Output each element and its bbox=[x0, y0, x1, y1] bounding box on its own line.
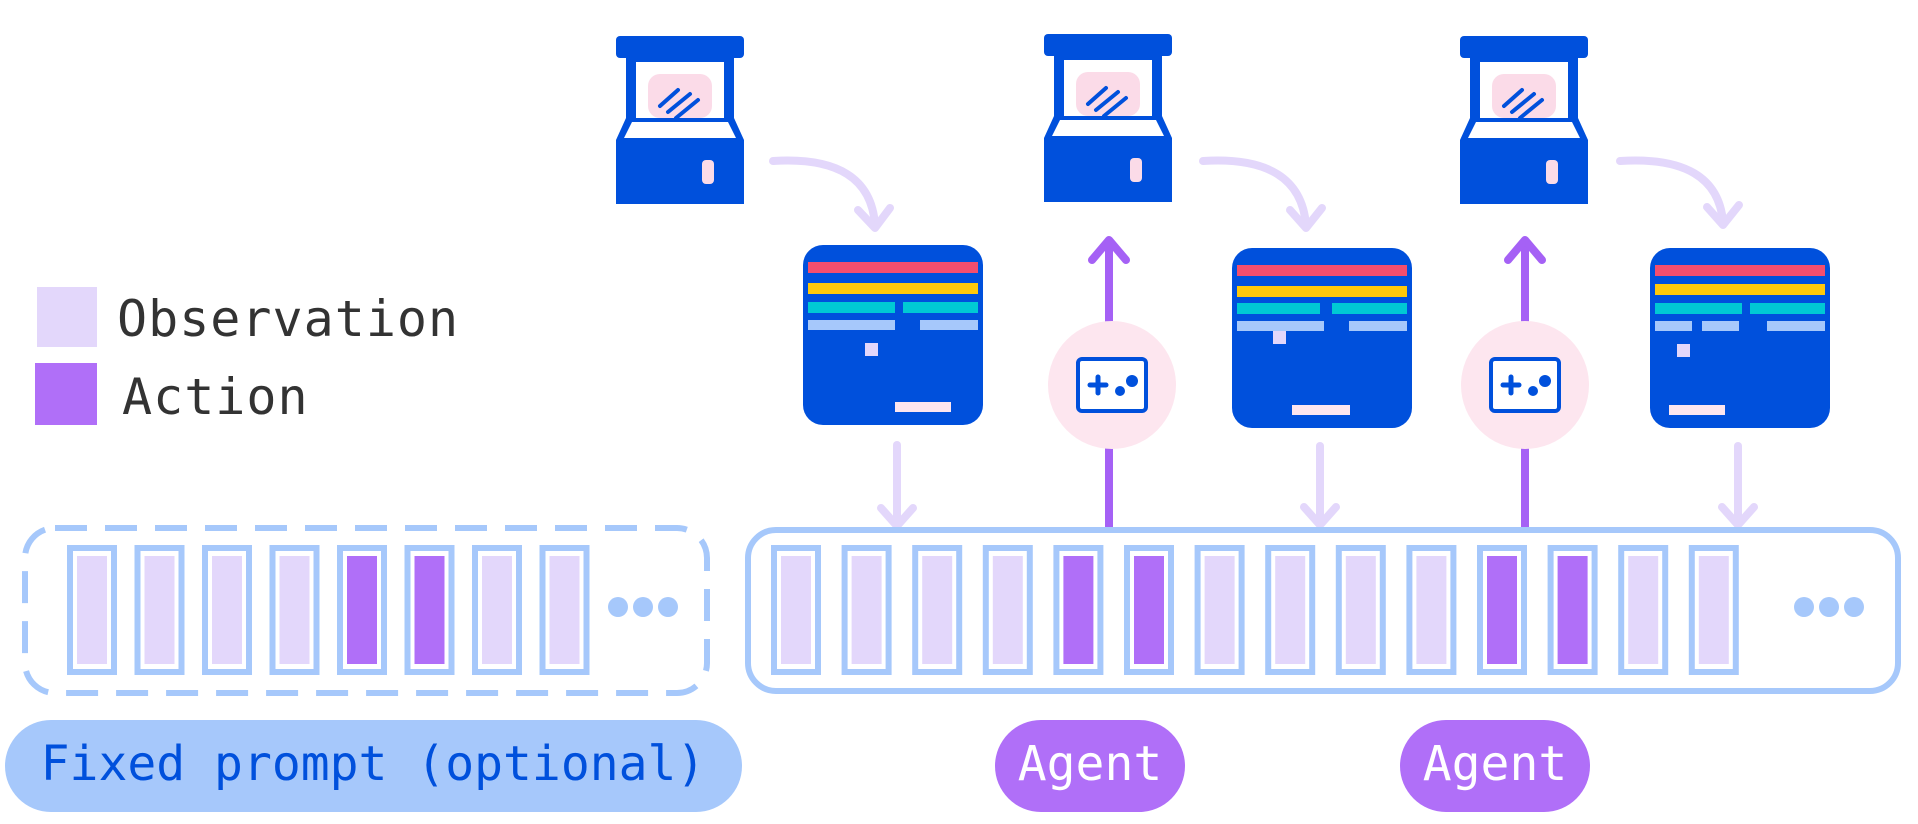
agent-label: Agent bbox=[1423, 736, 1568, 792]
arcade-cabinet-icon bbox=[614, 34, 746, 206]
observation-token-fill bbox=[1628, 556, 1659, 664]
observation-token-fill bbox=[482, 556, 512, 664]
observation-token-fill bbox=[77, 556, 107, 664]
observation-token-fill bbox=[781, 556, 811, 664]
arcade-cabinet-icon bbox=[1458, 34, 1590, 206]
game-controller-icon bbox=[1461, 321, 1589, 449]
arcade-cabinet-icon bbox=[1042, 32, 1174, 204]
observation-arrow-curve bbox=[1199, 156, 1310, 229]
game-screen-icon bbox=[1650, 248, 1830, 428]
legend-action-swatch bbox=[35, 363, 97, 425]
observation-arrow-curve bbox=[769, 156, 879, 229]
game-screen-icon bbox=[803, 245, 983, 425]
ellipsis-icon bbox=[1794, 597, 1864, 617]
observation-token-fill bbox=[1416, 556, 1447, 664]
action-token-fill bbox=[1134, 556, 1164, 664]
game-controller-icon bbox=[1048, 321, 1176, 449]
observation-token-fill bbox=[922, 556, 953, 664]
observation-token-fill bbox=[1204, 556, 1235, 664]
agent-pill bbox=[995, 720, 1185, 812]
legend-observation-label: Observation bbox=[117, 290, 459, 348]
observation-token-fill bbox=[212, 556, 242, 664]
prompt-context-box bbox=[22, 525, 710, 696]
legend-action-label: Action bbox=[122, 368, 309, 426]
observation-token-fill bbox=[851, 556, 882, 664]
action-token-fill bbox=[1557, 556, 1588, 664]
sequence-token-group bbox=[771, 545, 1739, 675]
observation-token-fill bbox=[549, 556, 580, 664]
agent-pill bbox=[1400, 720, 1590, 812]
observation-token-fill bbox=[144, 556, 175, 664]
sequence-context-box bbox=[745, 527, 1901, 694]
observation-token-fill bbox=[279, 556, 310, 664]
observation-arrow-curve bbox=[1616, 156, 1727, 226]
observation-token-fill bbox=[992, 556, 1023, 664]
ellipsis-icon bbox=[608, 597, 678, 617]
legend-observation-swatch bbox=[37, 287, 97, 347]
action-token-fill bbox=[414, 556, 445, 664]
observation-token-fill bbox=[1275, 556, 1306, 664]
prompt-token-group bbox=[67, 545, 590, 675]
fixed-prompt-pill bbox=[5, 720, 742, 812]
action-token-fill bbox=[347, 556, 377, 664]
agent-label: Agent bbox=[1018, 736, 1163, 792]
action-token-fill bbox=[1063, 556, 1094, 664]
game-screen-icon bbox=[1232, 248, 1412, 428]
observation-token-fill bbox=[1345, 556, 1376, 664]
observation-token-fill bbox=[1698, 556, 1729, 664]
fixed-prompt-label: Fixed prompt (optional) bbox=[41, 736, 706, 792]
action-token-fill bbox=[1487, 556, 1517, 664]
